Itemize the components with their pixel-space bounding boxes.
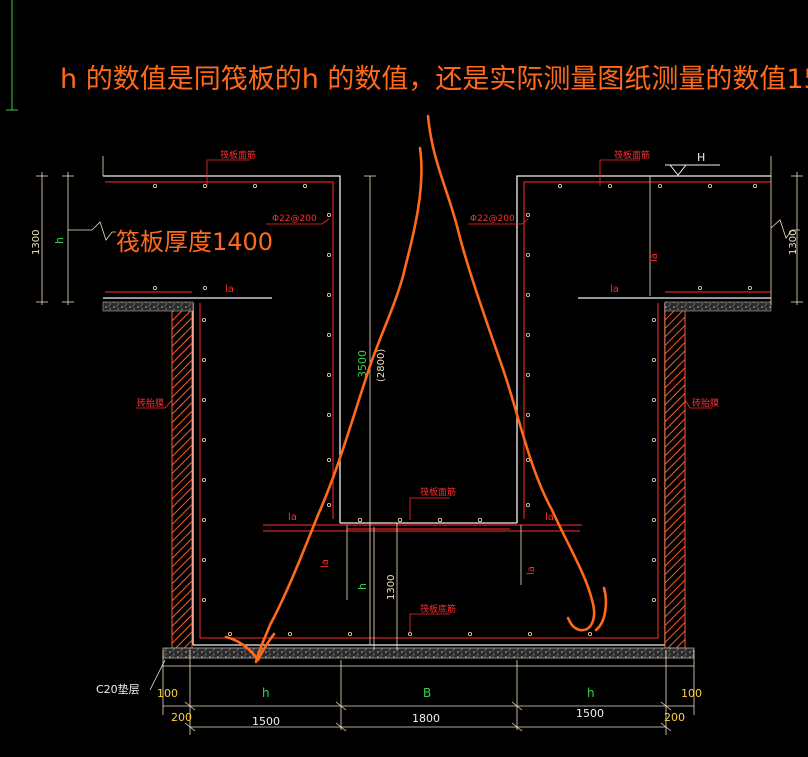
dim-h-left: h	[53, 237, 66, 244]
question-text: h 的数值是同筏板的h 的数值，还是实际测量图纸测量的数值1500，	[60, 64, 808, 95]
callout-leaders	[136, 159, 712, 634]
brick-left-label: 砖胎膜	[137, 397, 164, 409]
dim-1300-right: 1300	[788, 230, 799, 255]
raft-top-rebar-right-label: 筏板面筋	[614, 149, 650, 161]
la-mid-left: la	[288, 512, 297, 523]
dim-2800: (2800)	[376, 349, 387, 382]
ground-strip-right	[664, 301, 772, 312]
dimension-lines	[36, 156, 803, 735]
ground-strip-left	[102, 301, 194, 312]
dim-h-mid: h	[356, 583, 369, 590]
brick-wall-right	[664, 302, 686, 649]
dim-h-bottom-right: h	[587, 686, 595, 700]
dim-100-right: 100	[681, 687, 702, 700]
dim-1500-left: 1500	[252, 715, 280, 728]
rebar-spec-right: Φ22@200	[470, 214, 515, 224]
pit-bottom-rebar-label: 筏板底筋	[420, 603, 456, 615]
la-top-left: la	[225, 284, 234, 295]
la-vert-topright: la	[649, 253, 660, 262]
rebar-dots	[152, 183, 758, 637]
dim-200-right: 200	[664, 711, 685, 724]
pit-top-rebar-label: 筏板面筋	[420, 486, 456, 498]
dim-h-bottom-left: h	[262, 686, 270, 700]
elevation-H-label: H	[697, 151, 705, 164]
la-mid-right: la	[545, 512, 554, 523]
la-top-right: la	[610, 284, 619, 295]
la-vert-right: la	[526, 566, 537, 575]
rebar-spec-left: Φ22@200	[272, 214, 317, 224]
handdrawn-markup	[224, 114, 608, 664]
ucs-marker	[6, 0, 18, 111]
la-vert-left: la	[320, 559, 331, 568]
cushion-leader	[149, 659, 166, 691]
dim-1800: 1800	[412, 712, 440, 725]
dim-3500: 3500	[356, 350, 369, 378]
raft-thickness-note: 筏板厚度1400	[116, 228, 273, 256]
dim-100-left: 100	[157, 687, 178, 700]
cushion-label: C20垫层	[96, 682, 140, 696]
rebar-lines	[105, 181, 771, 639]
elevation-mark	[665, 164, 720, 176]
dim-1500-right: 1500	[576, 707, 604, 720]
brick-right-label: 砖胎膜	[692, 397, 719, 409]
raft-top-rebar-left-label: 筏板面筋	[220, 149, 256, 161]
dim-200-left: 200	[171, 711, 192, 724]
dim-1300-mid: 1300	[386, 575, 397, 600]
cushion-layer	[162, 647, 695, 659]
brick-wall-left	[171, 302, 193, 649]
dim-B: B	[423, 686, 431, 700]
dim-1300-left: 1300	[31, 230, 42, 255]
